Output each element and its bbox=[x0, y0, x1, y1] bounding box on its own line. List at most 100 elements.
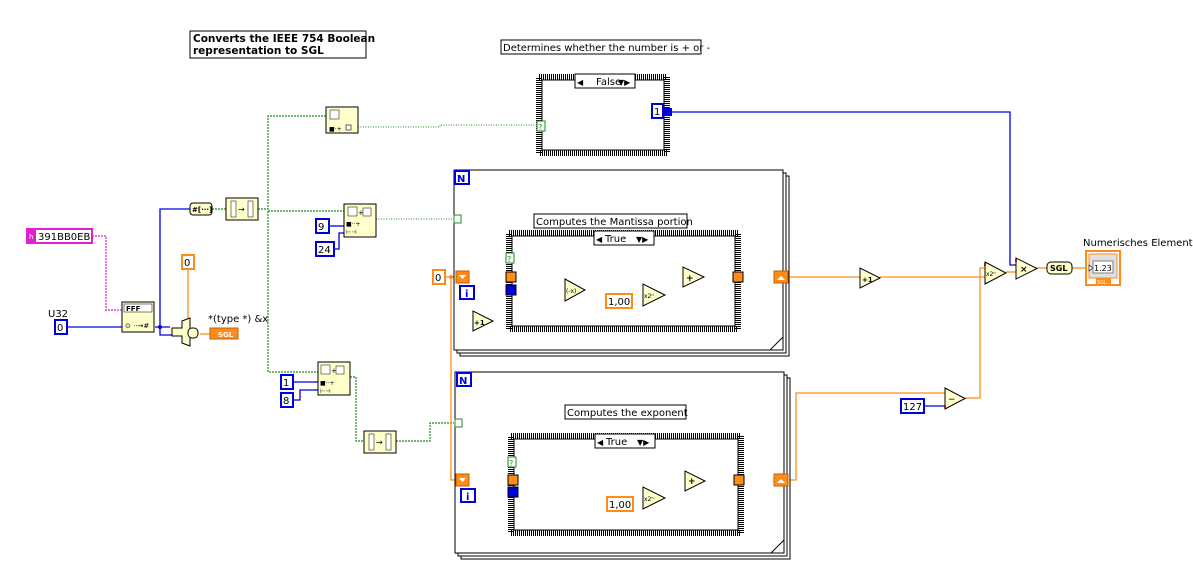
index-9-constant[interactable]: 9 bbox=[315, 218, 330, 234]
svg-text:×: × bbox=[1020, 265, 1028, 275]
svg-text:+: + bbox=[358, 209, 364, 217]
mantissa-i-tunnel bbox=[505, 284, 517, 296]
indicator-label: Numerisches Element bbox=[1083, 238, 1193, 249]
exponent-shift-tunnel bbox=[507, 474, 519, 486]
svg-text:1,00: 1,00 bbox=[609, 500, 631, 511]
comment-title: Converts the IEEE 754 Boolean representa… bbox=[189, 30, 375, 59]
length-24-constant[interactable]: 24 bbox=[315, 241, 335, 257]
mantissa-scale-constant[interactable]: 1,00 bbox=[605, 293, 633, 309]
svg-text:SGL: SGL bbox=[1097, 280, 1107, 286]
mantissa-array-subset-node[interactable]: + ■··+ ⊢⊣ bbox=[343, 203, 377, 238]
exponent-array-subset-node[interactable]: + ■··+ ⊢⊣ bbox=[317, 361, 351, 396]
u32-constant[interactable]: 0 bbox=[54, 319, 68, 335]
length-8-constant[interactable]: 8 bbox=[280, 392, 294, 408]
mantissa-for-loop[interactable]: N Computes the Mantissa portion ◀ True ▼… bbox=[453, 169, 790, 357]
sign-case-selector[interactable]: ◀ False ▼▶ bbox=[574, 73, 636, 89]
mantissa-iteration-terminal: i bbox=[459, 285, 475, 300]
exponent-reverse-wire bbox=[396, 422, 454, 442]
svg-text:False: False bbox=[596, 77, 621, 88]
exponent-case-selector[interactable]: ◀ True ▼▶ bbox=[594, 433, 656, 449]
svg-text:1: 1 bbox=[283, 378, 289, 389]
exponent-shift-register-left bbox=[455, 473, 470, 487]
scan-from-string-node[interactable]: FFF ⊙ ··→# bbox=[121, 301, 155, 333]
svg-text:SGL: SGL bbox=[218, 331, 234, 339]
convert-to-sgl-node[interactable]: SGL bbox=[1046, 261, 1073, 275]
svg-text:+1: +1 bbox=[474, 319, 485, 327]
sign-case-structure[interactable]: ◀ False ▼▶ ? 1 bbox=[536, 73, 672, 156]
svg-text:⊙ ··→#: ⊙ ··→# bbox=[125, 322, 149, 330]
numeric-indicator[interactable]: 1.23 SGL bbox=[1085, 250, 1121, 286]
typecast-label: *(type *) &x bbox=[208, 314, 268, 325]
case-selector-terminal: ? bbox=[509, 459, 513, 468]
sign-output-tunnel bbox=[664, 108, 672, 116]
index-array-node[interactable]: ■·+ bbox=[325, 106, 359, 134]
mantissa-negate-node[interactable]: (-x) bbox=[564, 278, 587, 302]
exponent-out-tunnel bbox=[733, 474, 745, 486]
bool-array-wire bbox=[212, 115, 344, 373]
svg-text:▼▶: ▼▶ bbox=[636, 235, 649, 244]
svg-text:▼▶: ▼▶ bbox=[637, 438, 650, 447]
svg-text:127: 127 bbox=[903, 402, 922, 413]
exponent-scale-constant[interactable]: 1,00 bbox=[606, 496, 634, 512]
mantissa-case-selector[interactable]: ◀ True ▼▶ bbox=[593, 230, 655, 246]
svg-text:SGL: SGL bbox=[1050, 264, 1067, 273]
index-1-constant[interactable]: 1 bbox=[280, 374, 294, 390]
exponent-subset-wire bbox=[350, 376, 364, 442]
svg-text:Computes the Mantissa portion: Computes the Mantissa portion bbox=[536, 217, 693, 228]
svg-text:9: 9 bbox=[318, 222, 324, 233]
reverse-array-node[interactable]: → bbox=[225, 197, 259, 221]
case-selector-terminal: ? bbox=[538, 123, 542, 132]
svg-text:+1: +1 bbox=[862, 276, 873, 284]
mantissa-array-tunnel bbox=[453, 214, 462, 224]
hex-string-constant[interactable]: h 391BB0EB bbox=[26, 228, 93, 244]
svg-text:+: + bbox=[688, 477, 696, 487]
svg-text:#[···]: #[···] bbox=[192, 206, 212, 214]
mantissa-add-node[interactable]: + bbox=[682, 266, 706, 288]
case-selector-terminal: ? bbox=[507, 255, 511, 264]
exponent-for-loop[interactable]: N Computes the exponent ◀ True ▼▶ ? bbox=[454, 371, 791, 560]
length-8-wire bbox=[293, 389, 318, 401]
svg-text:0: 0 bbox=[184, 258, 190, 269]
final-scale-node[interactable]: x2ⁿ bbox=[984, 261, 1008, 285]
svg-text:391BB0EB: 391BB0EB bbox=[38, 232, 90, 243]
shift-init-constant[interactable]: 0 bbox=[432, 269, 446, 285]
svg-text:▼▶: ▼▶ bbox=[618, 78, 631, 87]
svg-text:True: True bbox=[605, 437, 627, 448]
svg-text:1,00: 1,00 bbox=[608, 297, 630, 308]
bias-out-wire bbox=[965, 267, 985, 399]
sign-output-wire bbox=[672, 111, 1016, 266]
string-wire bbox=[92, 235, 122, 311]
scan-output-wire bbox=[155, 208, 190, 336]
svg-text:0: 0 bbox=[57, 323, 63, 334]
svg-text:⊢⊣: ⊢⊣ bbox=[346, 229, 356, 236]
bias-constant[interactable]: 127 bbox=[900, 398, 925, 414]
exponent-count-terminal: N bbox=[456, 372, 472, 387]
typecast-sgl-output[interactable]: SGL bbox=[209, 327, 239, 340]
exponent-scale-node[interactable]: x2ⁿ bbox=[642, 486, 667, 510]
number-to-bool-array-node[interactable]: #[···] bbox=[189, 202, 213, 216]
svg-text:x2ⁿ: x2ⁿ bbox=[644, 293, 654, 300]
svg-text:i: i bbox=[465, 289, 468, 300]
wire-junction bbox=[158, 325, 162, 329]
svg-text:■··+: ■··+ bbox=[320, 380, 335, 387]
mantissa-shift-register-right bbox=[773, 270, 789, 284]
exponent-add-node[interactable]: + bbox=[684, 470, 707, 492]
sign-output-constant[interactable]: 1 bbox=[651, 103, 664, 119]
final-increment-node[interactable]: +1 bbox=[859, 267, 882, 289]
u32-label: U32 bbox=[48, 309, 68, 320]
svg-text:True: True bbox=[604, 234, 626, 245]
typecast-node[interactable] bbox=[171, 317, 199, 347]
exponent-shift-register-right bbox=[773, 473, 789, 487]
svg-text:◀: ◀ bbox=[596, 235, 603, 244]
subtract-node[interactable]: − bbox=[944, 387, 967, 410]
mantissa-increment-node[interactable]: +1 bbox=[472, 310, 495, 332]
exponent-reverse-array-node[interactable]: → bbox=[363, 430, 397, 454]
svg-text:FFF: FFF bbox=[126, 305, 141, 313]
svg-text:Converts the IEEE 754 Boolean: Converts the IEEE 754 Boolean bbox=[193, 33, 375, 45]
svg-text:→: → bbox=[238, 205, 245, 214]
length-24-wire bbox=[334, 232, 344, 250]
multiply-node[interactable]: × bbox=[1015, 257, 1039, 280]
comment-sign: Determines whether the number is + or - bbox=[500, 39, 711, 55]
mantissa-scale-node[interactable]: x2ⁿ bbox=[642, 283, 667, 307]
typecast-zero-constant[interactable]: 0 bbox=[181, 254, 195, 270]
